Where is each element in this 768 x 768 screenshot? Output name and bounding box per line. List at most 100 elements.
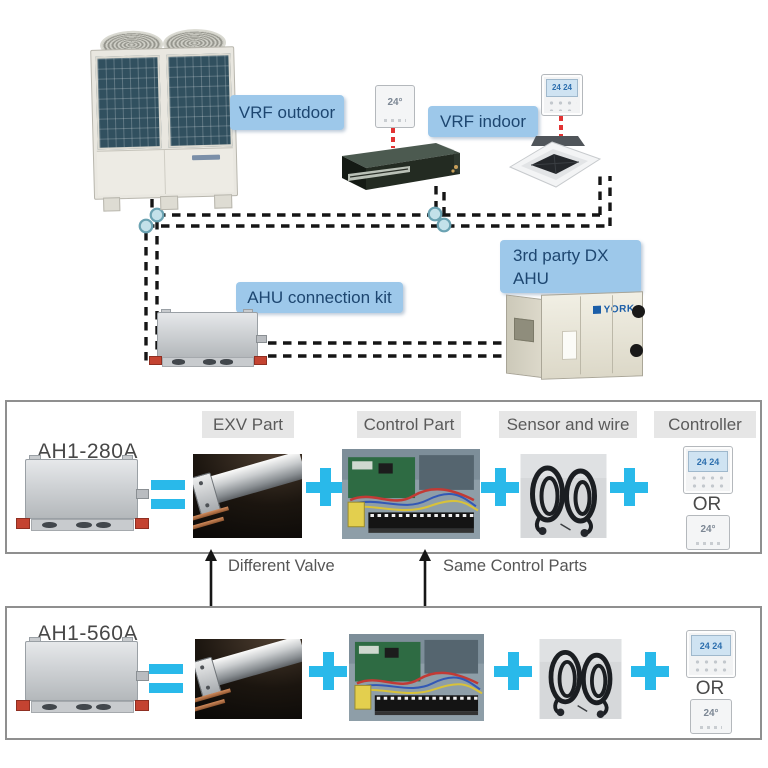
kit-port: [95, 703, 111, 711]
york-logo: YORK: [592, 303, 635, 316]
vrf-indoor-label-text: VRF indoor: [440, 111, 526, 131]
column-header-controller: Controller: [654, 411, 756, 438]
ahu-connection-kit-label-text: AHU connection kit: [247, 287, 392, 307]
york-logo-icon: [592, 305, 601, 314]
thermostat-controller-image: 24°: [686, 515, 730, 550]
pipe-fitting-icon: [630, 344, 643, 358]
kit-port: [171, 359, 186, 365]
kit-terminal-rail: [161, 356, 255, 368]
vrf-outdoor-unit-image: [90, 26, 239, 212]
york-logo-text: YORK: [603, 303, 635, 316]
ahu-front-panel: YORK: [541, 290, 643, 380]
plus-icon: +: [306, 468, 344, 506]
equals-icon: =: [151, 480, 185, 509]
pipe-fitting-icon: [136, 488, 149, 499]
pipe-fitting-icon: [135, 517, 149, 529]
wired-controller-image: 24 24: [541, 74, 583, 116]
kit-port: [95, 521, 111, 529]
controller-display: 24 24: [691, 635, 731, 657]
or-label: OR: [685, 494, 729, 516]
column-header-text: Controller: [668, 414, 742, 434]
unit-leg: [160, 195, 179, 211]
unit-leg: [102, 197, 121, 212]
model-label-text: AH1-560A: [37, 622, 138, 645]
panel-seam: [163, 149, 166, 195]
vrf-outdoor-label: VRF outdoor: [230, 95, 344, 130]
or-label: OR: [688, 678, 732, 700]
ahu-connection-kit-image: [16, 455, 149, 539]
pipe-fitting-icon: [16, 517, 30, 529]
branch-joint: [149, 207, 165, 223]
thermostat-image: 24°: [375, 85, 415, 128]
dx-ahu-label: 3rd party DX AHU: [500, 240, 641, 293]
exv-valve-body: [193, 454, 302, 516]
column-header-control: Control Part: [357, 411, 461, 438]
kit-port: [41, 521, 58, 529]
control-wire: [391, 128, 395, 148]
branch-joint: [427, 206, 443, 222]
kit-terminal-rail: [30, 700, 135, 714]
sensor-wire-image: [539, 639, 622, 719]
plus-icon: +: [610, 468, 648, 506]
controller-value: 24 24: [696, 456, 720, 467]
control-part-image: [342, 449, 480, 539]
thermostat-display: 24°: [695, 706, 727, 721]
thermostat-buttons: [384, 119, 406, 123]
exv-valve-body: [195, 639, 302, 698]
kit-port: [202, 359, 217, 365]
pipe-fitting-icon: [16, 699, 30, 711]
copper-pipe: [193, 517, 224, 531]
ahu-sticker: [562, 330, 578, 360]
plus-icon: +: [631, 652, 669, 690]
vrf-indoor-label: VRF indoor: [428, 106, 538, 137]
pipe-fitting-icon: [255, 334, 267, 343]
kit-port: [76, 521, 92, 529]
same-control-parts-text: Same Control Parts: [443, 557, 587, 575]
control-part-image: [349, 634, 484, 721]
pipe-fitting-icon: [149, 356, 162, 366]
plus-icon: +: [481, 468, 519, 506]
column-header-text: Sensor and wire: [506, 414, 630, 434]
coil-panel: [166, 53, 233, 148]
control-wire: [559, 116, 563, 136]
coil-panel: [95, 55, 162, 150]
equals-icon: =: [149, 664, 183, 693]
brand-logo: [192, 154, 220, 161]
plus-icon: +: [494, 652, 532, 690]
column-header-sensor: Sensor and wire: [499, 411, 637, 438]
sensor-wire-image: [520, 454, 607, 538]
controller-display: 24 24: [545, 78, 579, 98]
or-label-text: OR: [695, 678, 725, 699]
kit-casing: [157, 312, 258, 358]
thermostat-value: 24°: [703, 708, 719, 720]
kit-casing: [25, 459, 139, 519]
controller-image: 24 24: [686, 630, 736, 678]
branch-joint: [138, 218, 154, 234]
controller-value: 24 24: [699, 640, 723, 651]
pipe-fitting-icon: [136, 670, 149, 681]
thermostat-value: 24°: [387, 97, 403, 109]
exv-part-image: [193, 454, 302, 538]
column-header-exv: EXV Part: [202, 411, 294, 438]
controller-buttons: [692, 658, 730, 673]
model-label-text: AH1-280A: [37, 440, 138, 463]
thermostat-buttons: [696, 542, 720, 546]
pipe-fitting-icon: [632, 305, 645, 319]
pipe-fitting-icon: [135, 699, 149, 711]
thermostat-controller-image: 24°: [690, 699, 732, 734]
exv-part-image: [195, 639, 302, 719]
dx-ahu-label-text: 3rd party DX AHU: [513, 246, 609, 288]
controller-value: 24 24: [551, 83, 573, 93]
parts-box-ah1-280a: EXV Part Control Part Sensor and wire Co…: [5, 400, 762, 554]
controller-image: 24 24: [683, 446, 733, 494]
different-valve-label: Different Valve: [228, 557, 335, 576]
cassette-indoor-unit-image: [508, 136, 602, 188]
ahu-connection-kit-image: [149, 309, 267, 373]
thermostat-value: 24°: [700, 524, 716, 536]
plus-icon: +: [309, 652, 347, 690]
kit-port: [41, 703, 58, 711]
column-header-text: EXV Part: [213, 414, 283, 434]
ducted-indoor-unit-image: [342, 143, 460, 190]
same-control-parts-label: Same Control Parts: [443, 557, 587, 576]
